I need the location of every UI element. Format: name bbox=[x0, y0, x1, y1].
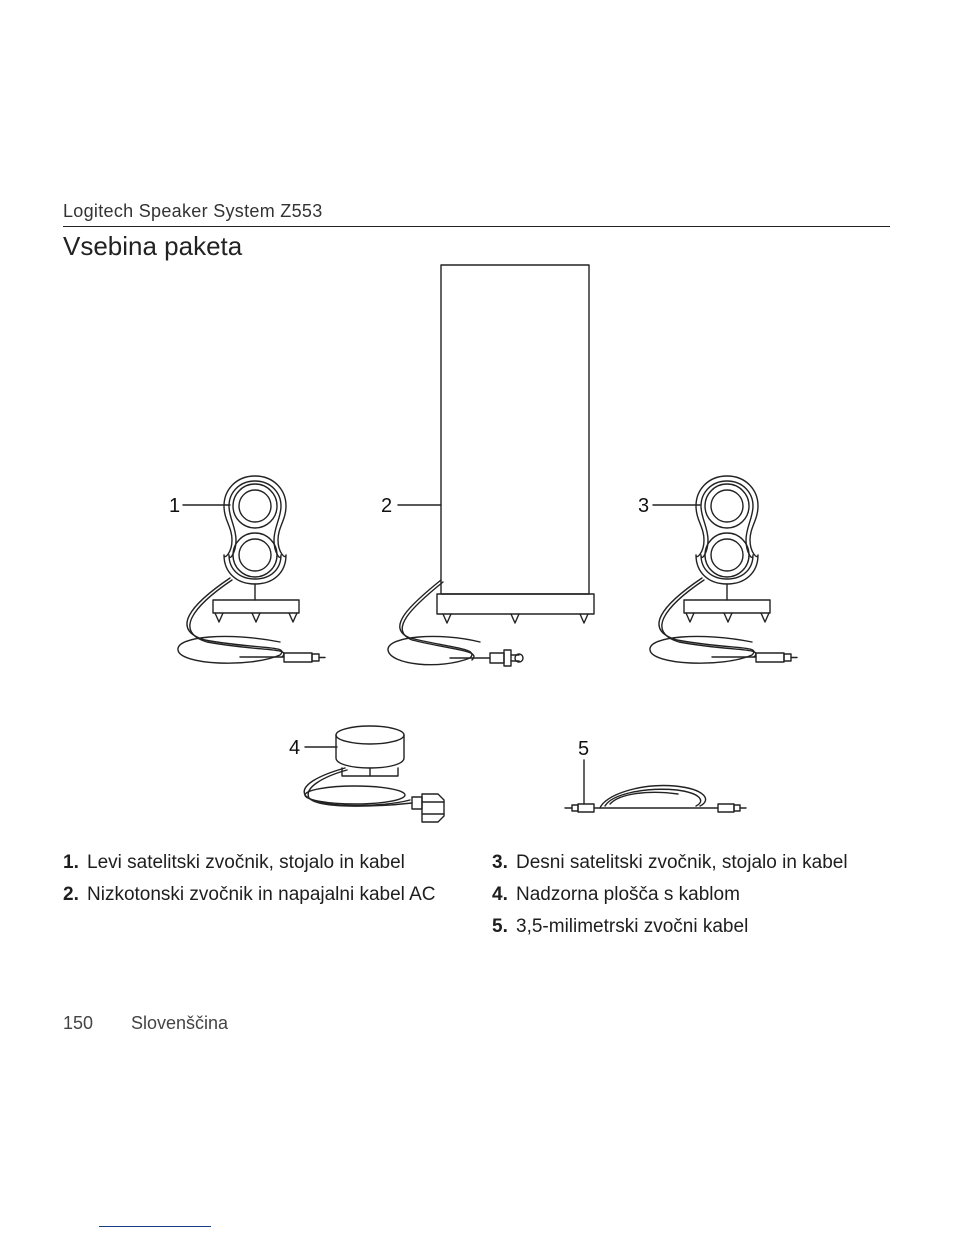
left-satellite-speaker bbox=[177, 475, 326, 664]
item-number: 2. bbox=[63, 884, 79, 905]
footer-language: Slovenščina bbox=[131, 1013, 229, 1033]
item-text: Nizkotonski zvočnik in napajalni kabel A… bbox=[87, 884, 436, 905]
audio-cable bbox=[564, 784, 747, 813]
page-number: 150 bbox=[63, 1013, 94, 1033]
item-text: Levi satelitski zvočnik, stojalo in kabe… bbox=[87, 852, 405, 873]
list-item: 1. Levi satelitski zvočnik, stojalo in k… bbox=[63, 851, 443, 875]
contents-list-left: 1. Levi satelitski zvočnik, stojalo in k… bbox=[63, 851, 443, 915]
item-text: 3,5-milimetrski zvočni kabel bbox=[516, 916, 749, 937]
subwoofer bbox=[387, 264, 595, 667]
callout-2: 2 bbox=[381, 495, 392, 517]
right-satellite-speaker bbox=[649, 475, 798, 664]
callout-5: 5 bbox=[578, 738, 589, 760]
header-product-name: Logitech Speaker System Z553 bbox=[63, 201, 323, 221]
control-pod bbox=[303, 725, 445, 823]
item-number: 3. bbox=[492, 852, 508, 873]
list-item: 4. Nadzorna plošča s kablom bbox=[492, 883, 892, 907]
item-text: Nadzorna plošča s kablom bbox=[516, 884, 740, 905]
item-number: 4. bbox=[492, 884, 508, 905]
item-number: 1. bbox=[63, 852, 79, 873]
list-item: 2. Nizkotonski zvočnik in napajalni kabe… bbox=[63, 883, 443, 907]
page-title: Vsebina paketa bbox=[63, 231, 243, 261]
footer-link-underline bbox=[99, 1226, 211, 1227]
item-number: 5. bbox=[492, 916, 508, 937]
callout-4: 4 bbox=[289, 737, 300, 759]
contents-list-right: 3. Desni satelitski zvočnik, stojalo in … bbox=[492, 851, 892, 947]
list-item: 5. 3,5-milimetrski zvočni kabel bbox=[492, 915, 892, 939]
callout-1: 1 bbox=[169, 495, 180, 517]
callout-leaders bbox=[182, 504, 701, 805]
list-item: 3. Desni satelitski zvočnik, stojalo in … bbox=[492, 851, 892, 875]
callout-3: 3 bbox=[638, 495, 649, 517]
header-divider bbox=[63, 226, 890, 227]
item-text: Desni satelitski zvočnik, stojalo in kab… bbox=[516, 852, 848, 873]
